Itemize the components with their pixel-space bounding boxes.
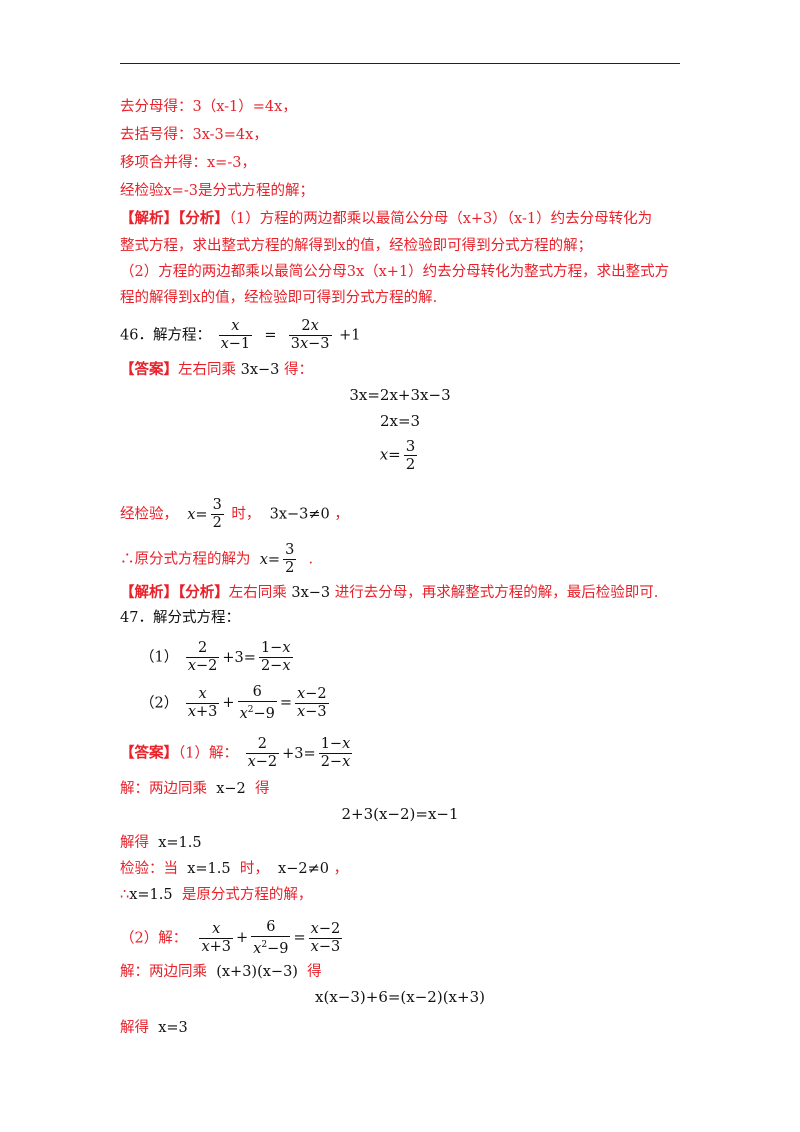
part-label: （2） (140, 695, 179, 712)
math-expr: (x+3)(x−3) (216, 964, 298, 980)
answer-text: 得： (284, 362, 313, 378)
analysis-line: 【解析】【分析】（1）方程的两边都乘以最简公分母（x+3）（x-1）约去分母转化… (120, 209, 652, 229)
math-expr: x=1.5 (187, 861, 231, 877)
math-expr: 3x−3≠0 (269, 506, 330, 523)
step-text: 去分母得：3（x-1）=4x， (120, 99, 297, 115)
analysis-tag: 【解析】【分析】 (120, 584, 229, 601)
check-text: 检验：当 (120, 861, 178, 877)
solve-text: 得 (307, 964, 322, 980)
math-expr: x=3 (158, 1020, 188, 1036)
check-line: 检验：当 x=1.5 时， x−2≠0 ， (120, 859, 348, 879)
analysis-text: 程的解得到x的值，经检验即可得到分式方程的解. (120, 290, 438, 306)
answer-text: （2）解： (120, 930, 188, 947)
check-text: 时， (239, 861, 269, 877)
solution-line: 解得 x=3 (120, 1018, 188, 1038)
solution-text: 解得 (120, 1020, 149, 1036)
analysis-text: 整式方程，求出整式方程的解得到x的值，经检验即可得到分式方程的解； (120, 238, 593, 254)
header-rule (120, 63, 680, 64)
answer-line: 【答案】左右同乘 3x−3 得： (120, 360, 313, 380)
math-expr: x=1.5 (129, 887, 173, 903)
eq-step: 3x=2x+3x−3 (349, 386, 451, 404)
eq-step: 2x=3 (379, 412, 421, 430)
math-expr: 3x−3 (291, 585, 331, 601)
math-expr: x=1.5 (158, 835, 202, 851)
solve-text: 解：两边同乘 (120, 964, 207, 980)
solution-line: 解得 x=1.5 (120, 833, 202, 853)
solution-text: 解得 (120, 835, 149, 851)
conclusion-line: ∴x=1.5 是原分式方程的解， (120, 885, 312, 905)
check-text: 时， (231, 506, 261, 523)
step-text: 移项合并得：x=-3， (120, 155, 256, 171)
plus-one: +1 (339, 327, 361, 344)
analysis-text: 左右同乘 (228, 585, 287, 601)
conclusion-text: . (308, 551, 314, 568)
check-text: ， (334, 506, 349, 523)
analysis-text: （2）方程的两边都乘以最简公分母3x（x+1）约去分母转化为整式方程，求出整式方 (120, 264, 670, 280)
answer-text: （1）解： (178, 745, 238, 762)
question-47: 47．解分式方程： (120, 610, 240, 626)
solve-text: 得 (255, 781, 270, 797)
step-text: 经检验x=-3是分式方程的解； (120, 183, 314, 199)
answer-tag: 【答案】 (120, 744, 178, 762)
math-expr: 3x−3 (240, 362, 280, 378)
eq-step: x(x−3)+6=(x−2)(x+3) (315, 988, 485, 1006)
step-text: 去括号得：3x-3=4x， (120, 127, 268, 143)
conclusion-text: 是原分式方程的解， (181, 887, 313, 903)
analysis-line: 【解析】【分析】左右同乘 3x−3 进行去分母，再求解整式方程的解，最后检验即可… (120, 583, 658, 603)
math-expr: x−2 (216, 781, 246, 797)
solve-line: 解：两边同乘 x−2 得 (120, 779, 270, 799)
math-expr: x−2≠0 (278, 861, 329, 877)
question-label: 46．解方程： (120, 327, 211, 344)
check-text: 经检验， (120, 506, 178, 523)
conclusion-text: ∴ (120, 887, 130, 903)
analysis-tag: 【解析】【分析】 (120, 210, 229, 227)
eq-step: 2+3(x−2)=x−1 (341, 805, 459, 823)
part-label: （1） (140, 649, 179, 666)
answer-text: 左右同乘 (178, 362, 236, 378)
conclusion-text: ∴原分式方程的解为 (120, 551, 251, 568)
answer-tag: 【答案】 (120, 361, 178, 378)
solve-text: 解：两边同乘 (120, 781, 207, 797)
analysis-text: 进行去分母，再求解整式方程的解，最后检验即可. (334, 585, 659, 601)
check-text: ， (333, 861, 349, 877)
solve-line: 解：两边同乘 (x+3)(x−3) 得 (120, 962, 322, 982)
analysis-text: （1）方程的两边都乘以最简公分母（x+3）（x-1）约去分母转化为 (228, 211, 653, 227)
